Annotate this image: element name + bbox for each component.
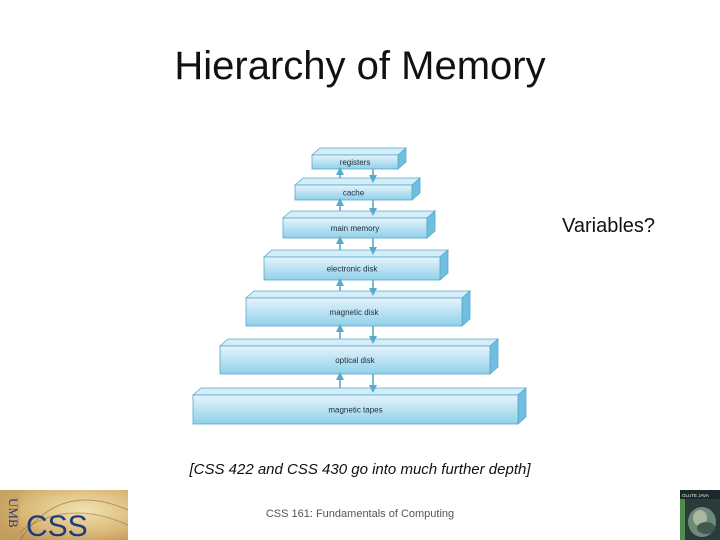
level-optical-disk: optical disk	[218, 338, 500, 375]
level-label: cache	[343, 189, 365, 198]
variables-question: Variables?	[562, 215, 656, 237]
level-top-face	[281, 210, 437, 219]
level-front-face	[219, 345, 491, 375]
level-magnetic-tapes: magnetic tapes	[191, 387, 528, 425]
level-registers: registers	[310, 147, 408, 170]
java-book-cover-icon: OLUTE JAVA	[680, 490, 720, 540]
level-front-face	[294, 184, 413, 201]
level-label: electronic disk	[327, 265, 379, 274]
level-top-face	[244, 290, 472, 299]
level-electronic-disk: electronic disk	[262, 249, 450, 281]
level-front-face	[282, 217, 428, 239]
level-cache: cache	[293, 177, 422, 201]
level-front-face	[245, 297, 463, 327]
java-book-cover: OLUTE JAVA	[680, 490, 720, 540]
level-top-face	[218, 338, 500, 347]
level-magnetic-disk: magnetic disk	[244, 290, 472, 327]
level-top-face	[262, 249, 450, 258]
slide-title: Hierarchy of Memory	[174, 44, 546, 88]
css-logo-icon: UMB CSS	[0, 490, 128, 540]
course-note: [CSS 422 and CSS 430 go into much furthe…	[189, 461, 531, 478]
level-front-face	[311, 154, 399, 170]
java-book-title: OLUTE JAVA	[682, 493, 709, 498]
level-front-face	[263, 256, 441, 281]
level-label: magnetic disk	[330, 308, 380, 317]
level-top-face	[310, 147, 408, 156]
level-label: magnetic tapes	[328, 406, 382, 415]
level-front-face	[192, 394, 519, 425]
footer-course-title: CSS 161: Fundamentals of Computing	[265, 508, 455, 520]
level-label: main memory	[331, 224, 379, 233]
level-main-memory: main memory	[281, 210, 437, 239]
level-label: registers	[340, 158, 371, 167]
umb-logo-text: UMB	[6, 498, 21, 528]
level-label: optical disk	[335, 356, 376, 365]
level-top-face	[293, 177, 422, 186]
css-logo-text: CSS	[26, 510, 88, 540]
css-logo: UMB CSS	[0, 490, 128, 540]
level-top-face	[191, 387, 528, 396]
